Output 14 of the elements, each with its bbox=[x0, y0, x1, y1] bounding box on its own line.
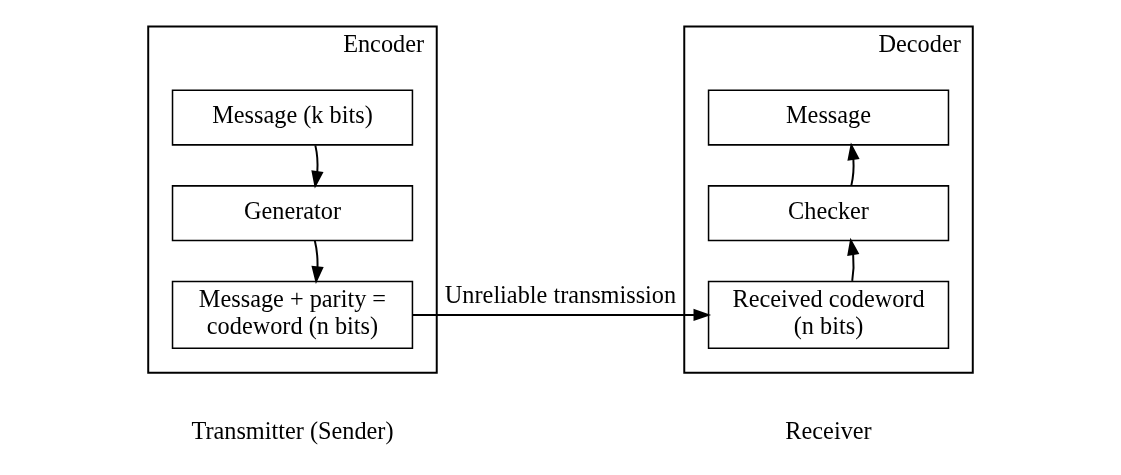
arrow bbox=[847, 142, 860, 187]
arrow bbox=[311, 144, 324, 189]
arrow bbox=[411, 308, 712, 322]
node-box: Message bbox=[707, 89, 950, 146]
node-label: Transmitter (Sender) bbox=[191, 417, 394, 445]
node-box: Message (k bits) bbox=[171, 89, 414, 146]
edge-label: Unreliable transmission bbox=[444, 280, 677, 308]
arrow bbox=[311, 239, 324, 284]
arrow bbox=[847, 237, 860, 282]
node-label: Receiver bbox=[785, 417, 872, 445]
node-box: Received codeword (n bits) bbox=[707, 280, 950, 350]
node-box: Checker bbox=[707, 185, 950, 242]
node-box: Message + parity = codeword (n bits) bbox=[171, 280, 414, 350]
node-box: Generator bbox=[171, 185, 414, 242]
